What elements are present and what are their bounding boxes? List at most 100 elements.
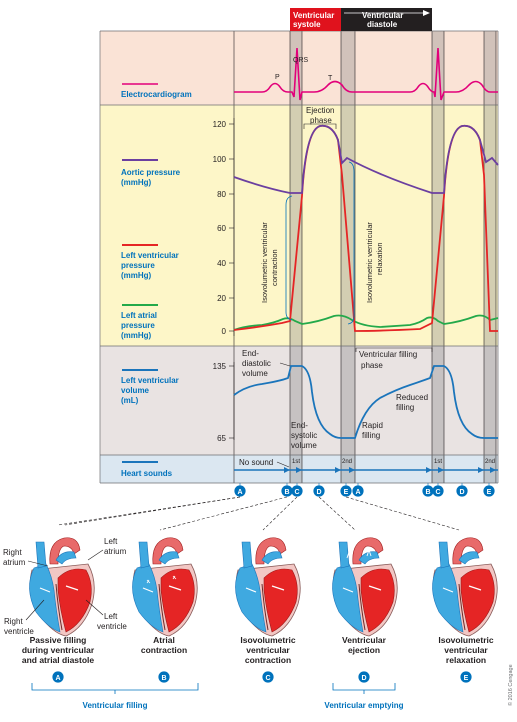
heart-b — [132, 537, 198, 637]
septum — [158, 583, 166, 631]
no-sound-pointer — [276, 461, 290, 468]
la-pressure-curve — [233, 314, 499, 331]
aortic-title-2: (mmHg) — [121, 178, 152, 187]
ecg-trace — [234, 47, 498, 101]
phase-marker-circle — [432, 485, 444, 497]
pressure-tick-label: 80 — [217, 190, 226, 199]
av-valves — [342, 585, 382, 593]
heart-caption-line: Ventricular — [342, 635, 387, 645]
phase-lines — [233, 31, 497, 483]
heart-caption-line: ventricular — [246, 645, 290, 655]
phase-marker-circle — [483, 485, 495, 497]
heart-caption-line: relaxation — [446, 655, 486, 665]
no-sound-label: No sound — [239, 458, 273, 467]
second-sound-label-2: 2nd — [485, 459, 495, 465]
phase-marker-letter: B — [284, 489, 289, 496]
heart-caption-letter: E — [464, 675, 469, 682]
pressure-tick-label: 100 — [213, 155, 227, 164]
heart-caption-line: Isovolumetric — [438, 635, 494, 645]
heart-c — [235, 537, 301, 637]
phase-marker-circle — [422, 485, 434, 497]
volume-curve — [233, 365, 498, 439]
phase-marker-letter: A — [355, 489, 360, 496]
connector-lines — [57, 496, 460, 531]
phase-marker-circle — [281, 485, 293, 497]
phase-marker-circle — [456, 485, 468, 497]
right-heart-chambers — [235, 563, 267, 633]
phase-marker-letter: E — [487, 489, 492, 496]
heart-a — [29, 537, 95, 637]
filling-phase-bracket — [355, 347, 433, 352]
phase-marker-letter: C — [435, 489, 440, 496]
heart-caption-line: ventricular — [444, 645, 488, 655]
heart-caption-letter: B — [161, 675, 166, 682]
ecg-title: Electrocardiogram — [121, 90, 192, 99]
esv-label-1: End- — [291, 421, 308, 430]
heart-caption-line: contraction — [245, 655, 291, 665]
heart-caption-letter: C — [265, 675, 270, 682]
av-valves — [442, 585, 482, 593]
emptying-bracket — [332, 683, 396, 691]
right-heart-chambers — [132, 563, 164, 633]
left-heart-chambers — [57, 568, 92, 633]
phase-marker-circle — [352, 485, 364, 497]
ejection-arrows — [346, 548, 372, 559]
right-atrium-label-2: atrium — [3, 558, 26, 567]
la-title-1: Left atrial — [121, 311, 157, 320]
diastole-label-2: diastole — [367, 20, 398, 29]
septum — [358, 583, 366, 631]
left-heart-chambers — [263, 568, 298, 633]
iso-contraction-label-2: contraction — [270, 249, 279, 286]
contraction-arrows — [146, 575, 177, 584]
left-heart-chambers — [460, 568, 495, 633]
heart-caption-marker — [460, 671, 472, 683]
left-ventricle-pointer — [85, 599, 104, 616]
second-sound-label: 2nd — [342, 459, 352, 465]
pressure-tick-label: 40 — [217, 259, 226, 268]
phase-marker-circle — [234, 485, 246, 497]
left-ventricle-label-1: Left — [104, 612, 118, 621]
volume-tick-label: 65 — [217, 434, 226, 443]
systole-bar — [290, 8, 341, 31]
aortic-pressure-curve — [233, 124, 499, 194]
rapid-filling-label-2: filling — [362, 431, 380, 440]
heart-illustrations — [29, 537, 498, 637]
edv-label-1: End- — [242, 349, 259, 358]
left-atrium-label-2: atrium — [104, 547, 127, 556]
left-heart-chambers — [360, 568, 395, 633]
filling-group-label: Ventricular filling — [83, 701, 148, 710]
pulmonary-trunk — [358, 551, 380, 565]
edv-label-2: diastolic — [242, 359, 271, 368]
la-title-2: pressure — [121, 321, 155, 330]
heart-caption-marker — [52, 671, 64, 683]
heart-caption-line: Passive filling — [30, 635, 87, 645]
ejection-label-1: Ejection — [306, 106, 334, 115]
filling-phase-label-2: phase — [361, 361, 383, 370]
heart-caption-line: ejection — [348, 645, 380, 655]
lv-title-2: pressure — [121, 261, 155, 270]
right-atrium-label-1: Right — [3, 548, 22, 557]
pressure-tick-label: 120 — [213, 120, 227, 129]
filling-phase-label-1: Ventricular filling — [359, 350, 417, 359]
phase-marker-letter: D — [459, 489, 464, 496]
iso-contraction-brace — [285, 195, 293, 321]
vena-cava — [338, 541, 350, 569]
septum — [458, 583, 466, 631]
emptying-group-label: Ventricular emptying — [324, 701, 403, 710]
iso-relaxation-label-1: Isovolumetric ventricular — [365, 222, 374, 303]
phase-marker-circle — [340, 485, 352, 497]
ecg-t-label: T — [328, 75, 333, 82]
diastole-label-1: Ventricular — [362, 11, 403, 20]
vena-cava — [138, 541, 150, 569]
pulmonary-trunk — [158, 551, 180, 565]
left-ventricle-label-2: ventricle — [97, 622, 127, 631]
right-ventricle-label-2: ventricle — [4, 627, 34, 636]
volume-title-2: volume — [121, 386, 150, 395]
edv-label-3: volume — [242, 369, 268, 378]
iso-contraction-label-1: Isovolumetric ventricular — [260, 222, 269, 303]
left-atrium-pointer — [87, 549, 104, 561]
